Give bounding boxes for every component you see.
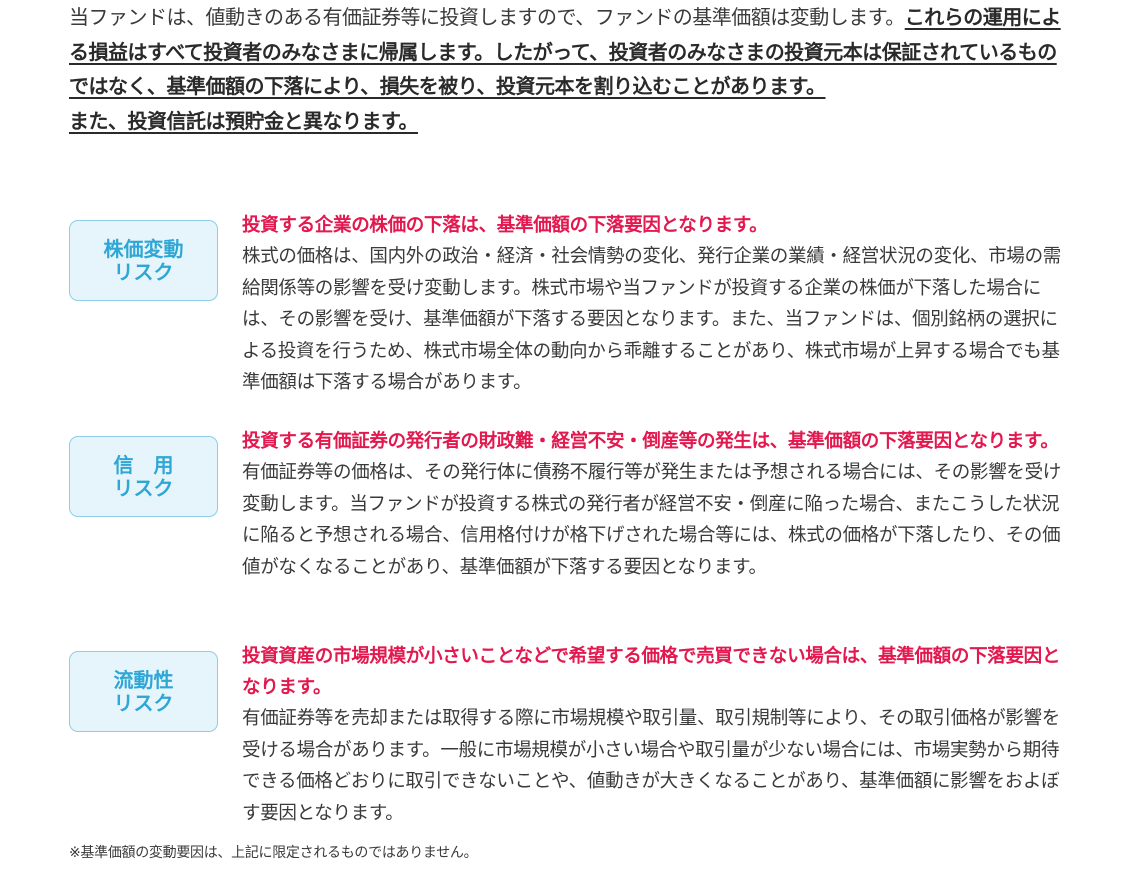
- footnote: ※基準価額の変動要因は、上記に限定されるものではありません。: [69, 845, 478, 861]
- risk-label-badge: 信 用 リスク: [69, 436, 218, 517]
- risk-label-line2: リスク: [113, 259, 174, 284]
- risk-body: 有価証券等の価格は、その発行体に債務不履行等が発生または予想される場合には、その…: [242, 462, 1062, 578]
- intro-emphasis-text: これらの運用による損益はすべて投資者のみなさまに帰属します。したがって、投資者の…: [69, 5, 1061, 98]
- risk-headline: 投資する企業の株価の下落は、基準価額の下落要因となります。: [242, 215, 768, 236]
- risk-label-line2: リスク: [113, 690, 174, 715]
- risk-label-line1: 流動性: [113, 667, 174, 692]
- risk-headline: 投資する有価証券の発行者の財政難・経営不安・倒産等の発生は、基準価額の下落要因と…: [242, 431, 1059, 452]
- risk-content: 投資する有価証券の発行者の財政難・経営不安・倒産等の発生は、基準価額の下落要因と…: [242, 426, 1072, 583]
- risk-label-line1: 信 用: [113, 452, 174, 477]
- risk-label-badge: 流動性 リスク: [69, 651, 218, 732]
- risk-headline: 投資資産の市場規模が小さいことなどで希望する価格で売買できない場合は、基準価額の…: [242, 646, 1061, 698]
- intro-emphasis-line2: また、投資信託は預貯金と異なります。: [69, 104, 1069, 139]
- risk-content: 投資資産の市場規模が小さいことなどで希望する価格で売買できない場合は、基準価額の…: [242, 641, 1072, 829]
- intro-plain-text: 当ファンドは、値動きのある有価証券等に投資しますので、ファンドの基準価額は変動し…: [69, 5, 905, 29]
- risk-body: 株式の価格は、国内外の政治・経済・社会情勢の変化、発行企業の業績・経営状況の変化…: [242, 246, 1062, 393]
- risk-label-line2: リスク: [113, 475, 174, 500]
- risk-label-badge: 株価変動 リスク: [69, 220, 218, 301]
- intro-emphasis2-text: また、投資信託は預貯金と異なります。: [69, 108, 419, 133]
- risk-label-line1: 株価変動: [103, 236, 184, 261]
- risk-body: 有価証券等を売却または取得する際に市場規模や取引量、取引規制等により、その取引価…: [242, 708, 1060, 824]
- risk-content: 投資する企業の株価の下落は、基準価額の下落要因となります。 株式の価格は、国内外…: [242, 210, 1072, 399]
- intro-paragraph: 当ファンドは、値動きのある有価証券等に投資しますので、ファンドの基準価額は変動し…: [69, 0, 1069, 138]
